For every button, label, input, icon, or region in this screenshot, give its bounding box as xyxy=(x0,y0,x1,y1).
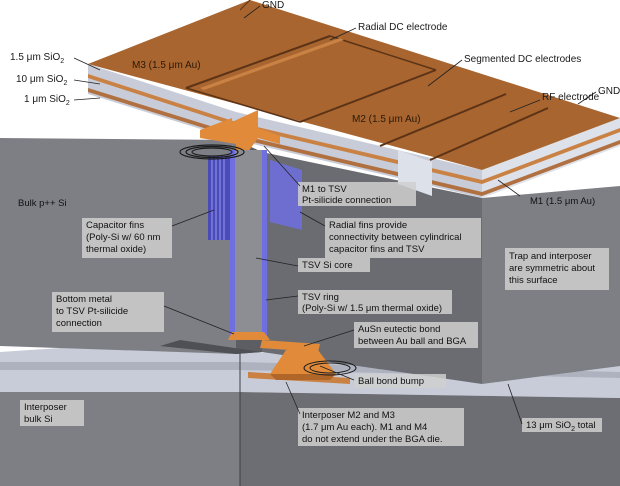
label-ball-bump: Ball bond bump xyxy=(358,376,424,387)
radial-fins xyxy=(270,160,302,230)
label-ausn-2: between Au ball and BGA xyxy=(358,336,467,347)
oxide-front-left-band xyxy=(88,74,236,126)
label-segmented-dc: Segmented DC electrodes xyxy=(464,54,581,65)
label-tsv-ring-1: TSV ring xyxy=(302,292,339,303)
label-cap-fins-2: (Poly-Si w/ 60 nm xyxy=(86,232,161,243)
label-sio2-total: 13 μm SiO2 total xyxy=(526,420,596,433)
tsv-si-core xyxy=(235,150,262,336)
ball-bond-bump-shadow xyxy=(270,374,336,380)
label-bottom-metal-1: Bottom metal xyxy=(56,294,112,305)
tsv-ring-left xyxy=(230,150,235,336)
electrode-gap-6 xyxy=(185,87,301,123)
oxide-right-side-band2 xyxy=(482,140,620,196)
labels: GND Radial DC electrode 1.5 μm SiO2 10 μ… xyxy=(10,0,620,445)
label-tsv-ring-2: (Poly-Si w/ 1.5 μm thermal oxide) xyxy=(302,303,442,314)
label-gnd-right: GND xyxy=(598,86,620,97)
label-sio2-1: 1 μm SiO2 xyxy=(24,94,70,107)
label-m3: M3 (1.5 μm Au) xyxy=(132,60,201,71)
label-boxes xyxy=(20,182,609,446)
bulk-si-inner-shelf xyxy=(160,340,262,354)
oxide-front-left-band2 xyxy=(88,88,236,138)
tsv-ring-right xyxy=(262,150,267,336)
label-rf-electrode: RF electrode xyxy=(542,92,600,103)
label-gnd-top: GND xyxy=(262,0,284,11)
ausn-bond xyxy=(260,340,320,352)
electrode-gap-3 xyxy=(379,93,507,147)
label-interposer-bulk-1: Interposer xyxy=(24,402,67,413)
label-bottom-metal-2: to TSV Pt-silicide xyxy=(56,306,128,317)
label-interposer-m2m3-2: (1.7 μm Au each). M1 and M4 xyxy=(302,422,427,433)
bottom-metal xyxy=(228,332,270,340)
electrode-gap-2 xyxy=(299,69,437,123)
tsv-cutaway xyxy=(179,110,357,380)
m1-copper-connection xyxy=(200,110,280,152)
label-sio2-1-5: 1.5 μm SiO2 xyxy=(10,52,64,65)
label-interposer-bulk-2: bulk Si xyxy=(24,414,53,425)
electrode-gap-4 xyxy=(429,107,549,161)
capacitor-fins xyxy=(208,156,230,240)
capacitor-rings xyxy=(179,144,245,160)
label-m1-tsv-1: M1 to TSV xyxy=(302,184,347,195)
ball-bond-bump xyxy=(270,350,336,374)
label-ausn-1: AuSn eutectic bond xyxy=(358,324,440,335)
label-tsv-core: TSV Si core xyxy=(302,260,353,271)
label-sio2-10: 10 μm SiO2 xyxy=(16,74,67,87)
label-bottom-metal-3: connection xyxy=(56,318,102,329)
label-cap-fins-1: Capacitor fins xyxy=(86,220,144,231)
label-trap-3: this surface xyxy=(509,275,558,286)
label-interposer-m2m3-3: do not extend under the BGA die. xyxy=(302,434,443,445)
label-radial-fins-2: connectivity between cylindrical xyxy=(329,232,462,243)
electrode-gap-1 xyxy=(185,35,331,89)
label-radial-fins-3: capacitor fins and TSV xyxy=(329,244,425,255)
electrode-gap-5 xyxy=(329,35,437,71)
leader-lines xyxy=(73,5,597,425)
top-layer-stack xyxy=(88,0,620,198)
gold-top-surface xyxy=(88,0,620,170)
label-bulk-si: Bulk p++ Si xyxy=(18,198,67,209)
label-radial-fins-1: Radial fins provide xyxy=(329,220,407,231)
label-trap-1: Trap and interposer xyxy=(509,251,592,262)
electrode-gap-7 xyxy=(239,0,251,11)
bump-rings xyxy=(303,360,357,376)
label-interposer-m2m3-1: Interposer M2 and M3 xyxy=(302,410,395,421)
label-m1: M1 (1.5 μm Au) xyxy=(530,196,595,207)
label-m2: M2 (1.5 μm Au) xyxy=(352,114,421,125)
gold-highlight xyxy=(200,38,344,90)
label-radial-dc: Radial DC electrode xyxy=(358,22,448,33)
oxide-right-side-band xyxy=(482,128,620,184)
label-trap-2: are symmetric about xyxy=(509,263,595,274)
label-cap-fins-3: thermal oxide) xyxy=(86,244,146,255)
label-m1-tsv-2: Pt-silicide connection xyxy=(302,195,391,206)
